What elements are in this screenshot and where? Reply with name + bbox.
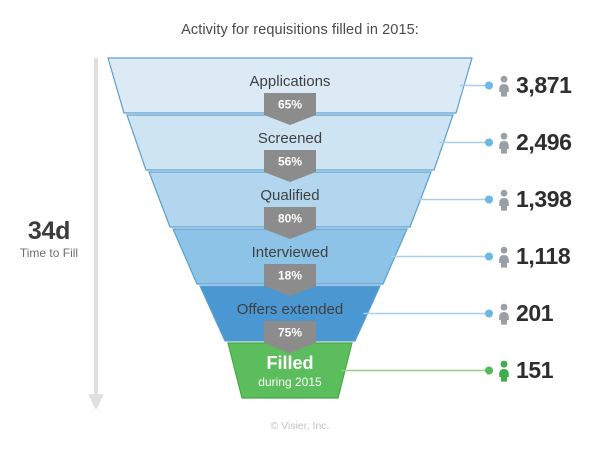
funnel-segment-label: Qualified [260,187,319,204]
chart-title: Activity for requisitions filled in 2015… [181,22,419,38]
leader-dot [485,252,493,261]
funnel-value-row[interactable]: 151 [498,356,554,386]
conversion-badge-label: 80% [278,212,302,226]
conversion-badge-label: 56% [278,155,302,169]
funnel-segment-label: Screened [258,130,322,147]
conversion-badge [264,150,316,182]
funnel-value-row[interactable]: 1,118 [498,242,571,272]
funnel-segment-label: Interviewed [252,244,329,261]
conversion-badge [264,321,316,353]
conversion-badge-label: 18% [278,269,302,283]
funnel-value-number: 3,871 [516,72,572,98]
funnel-value-number: 201 [516,300,554,326]
funnel-value-row[interactable]: 3,871 [498,71,572,101]
funnel-segment-interviewed[interactable] [172,228,408,285]
funnel-segment-label: Applications [250,73,331,90]
time-to-fill-metric: 34d Time to Fill [10,217,88,261]
funnel-value-row[interactable]: 201 [498,299,554,329]
conversion-badge [264,207,316,239]
funnel-value-row[interactable]: 1,398 [498,185,572,215]
conversion-badge-label: 75% [278,326,302,340]
funnel-segment-label: Offers extended [237,301,343,318]
funnel-segment-screened[interactable] [126,114,454,171]
leader-dot [485,195,493,204]
footer-credit: © Visier, Inc. [270,420,330,432]
funnel-segment-label: Filled [266,353,313,373]
time-to-fill-value: 34d [27,217,71,245]
funnel-segment-offers-extended[interactable] [199,285,381,342]
person-icon [499,75,509,97]
person-icon [499,360,509,382]
funnel-segment-sublabel: during 2015 [258,375,322,389]
person-icon [499,303,509,325]
conversion-badge [264,93,316,125]
person-icon [499,189,509,211]
funnel-value-number: 1,398 [516,186,572,212]
leader-dot [485,309,493,318]
funnel-segment-applications[interactable] [107,57,473,114]
time-to-fill-label: Time to Fill [19,246,79,261]
person-icon [499,246,509,268]
funnel-value-number: 2,496 [516,129,572,155]
leader-dot [485,81,493,90]
conversion-badge [264,264,316,296]
funnel-value-number: 1,118 [516,243,571,269]
funnel-segment-qualified[interactable] [148,171,432,228]
leader-dot [485,138,493,147]
funnel-value-number: 151 [516,357,554,383]
leader-dot [485,366,493,375]
conversion-badge-label: 65% [278,98,302,112]
person-icon [499,132,509,154]
funnel-value-row[interactable]: 2,496 [498,128,572,158]
time-arrow-head [88,394,104,410]
